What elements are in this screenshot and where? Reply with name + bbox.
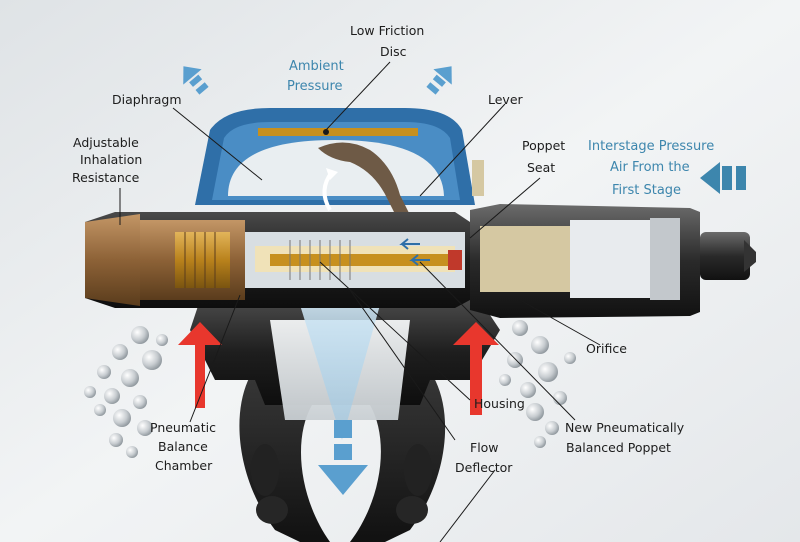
bubbles-left [84,326,168,458]
adjustment-knob [85,214,140,306]
label-adjustable-1: Adjustable [73,135,139,150]
lower-housing [190,300,500,495]
label-orifice: Orifice [586,341,627,356]
label-poppet-seat-1: Poppet [522,138,565,153]
label-new-poppet-2: Balanced Poppet [566,440,671,455]
poppet-seat [448,250,462,270]
pneumatic-flow-arrow-right [453,322,499,415]
label-pneumatic-2: Balance [158,439,208,454]
label-poppet-seat-2: Seat [527,160,555,175]
label-interstage-1: Interstage Pressure [588,139,714,154]
label-adjustable-2: Inhalation [80,152,142,167]
pneumatic-flow-arrow-left [178,322,222,408]
leader-lines [119,61,601,542]
vent-fitting [472,160,484,196]
label-flow-2: Deflector [455,460,513,475]
label-interstage-2: Air From the [610,160,690,175]
label-housing: Housing [474,396,525,411]
label-diaphragm: Diaphragm [112,92,182,107]
label-lever: Lever [488,92,524,107]
label-ambient-1: Ambient [289,59,344,74]
label-new-poppet-1: New Pneumatically [565,420,685,435]
bubbles-right [499,320,576,448]
hose-fitting [470,204,756,318]
label-pneumatic-1: Pneumatic [150,420,216,435]
label-interstage-3: First Stage [612,183,681,198]
label-flow-1: Flow [470,440,499,455]
label-low-friction-disc-2: Disc [380,44,407,59]
label-pneumatic-3: Chamber [155,458,213,473]
label-adjustable-3: Resistance [72,170,140,185]
label-ambient-2: Pressure [287,79,343,94]
valve-body [85,212,470,308]
flow-stream [300,305,380,440]
interstage-arrow [700,162,746,194]
ambient-pressure-arrows [183,66,452,95]
label-low-friction-disc-1: Low Friction [350,23,424,38]
low-friction-disc [258,128,418,136]
downward-flow-arrow [318,465,368,495]
